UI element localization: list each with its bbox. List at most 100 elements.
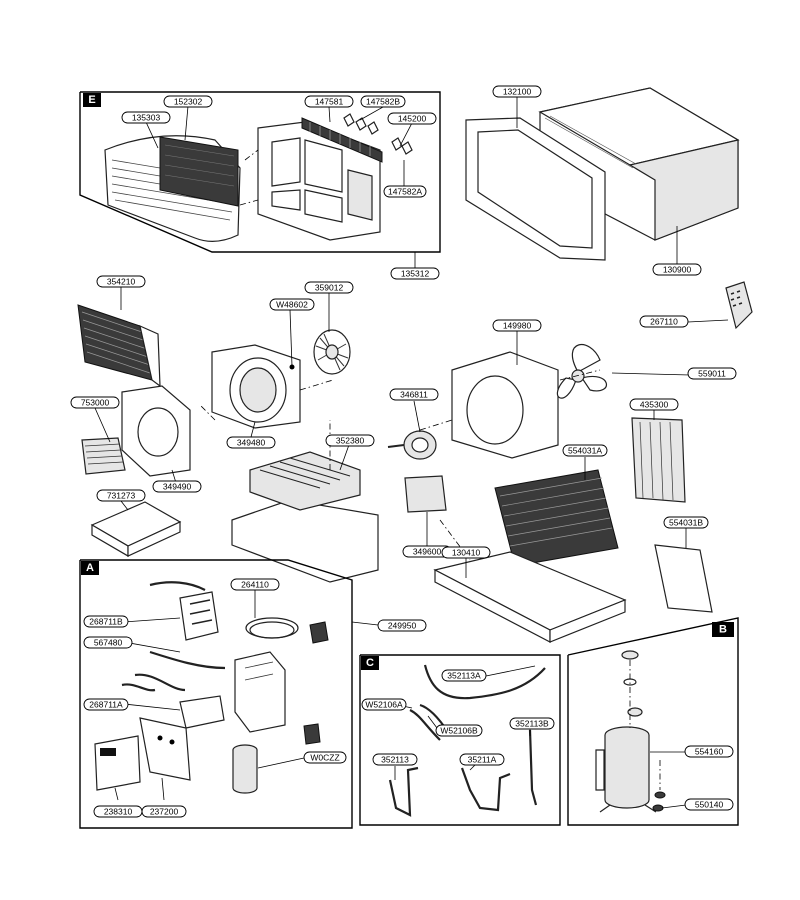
label-352113A: 352113A [441, 669, 487, 682]
label-130900: 130900 [652, 263, 702, 276]
label-W48602: W48602 [269, 298, 315, 311]
label-753000: 753000 [70, 396, 120, 409]
label-35211A: 35211A [459, 753, 505, 766]
label-554031B: 554031B [663, 516, 709, 529]
label-359012: 359012 [304, 281, 354, 294]
blower-housing [211, 344, 301, 429]
wire-harness-4 [121, 683, 156, 692]
svg-text:268711B: 268711B [89, 617, 123, 627]
svg-text:237200: 237200 [150, 807, 179, 817]
discharge-pipe [423, 664, 546, 700]
svg-text:W0CZZ: W0CZZ [310, 753, 339, 763]
air-filter [159, 136, 239, 207]
label-W0CZZ: W0CZZ [303, 751, 347, 764]
pipe-352113b [528, 729, 538, 806]
label-267110: 267110 [639, 315, 689, 328]
section-c-frame [359, 654, 561, 826]
label-554031A: 554031A [562, 444, 608, 457]
svg-text:135303: 135303 [132, 113, 161, 123]
section-b-frame [567, 617, 739, 826]
label-354210: 354210 [96, 275, 146, 288]
label-349490: 349490 [152, 480, 202, 493]
label-149980: 149980 [492, 319, 542, 332]
svg-text:35211A: 35211A [468, 755, 497, 765]
wire-harness-1 [149, 581, 206, 591]
svg-text:238310: 238310 [104, 807, 133, 817]
fan-shroud [451, 351, 559, 459]
display-board [139, 717, 191, 781]
label-352113B: 352113B [509, 717, 555, 730]
label-550140: 550140 [684, 798, 734, 811]
label-268711B: 268711B [83, 615, 129, 628]
air-guide [121, 385, 191, 477]
part-number-labels: 152302 135303 147581 147582B 145200 1475… [70, 85, 737, 818]
filter-pad [90, 501, 182, 558]
svg-text:W48602: W48602 [276, 300, 308, 310]
display-panel [94, 735, 141, 791]
wire-harness-3 [134, 673, 186, 692]
power-plug [309, 621, 329, 644]
grommet-top [621, 650, 639, 660]
svg-text:249950: 249950 [388, 621, 417, 631]
control-box [234, 651, 286, 733]
label-W52106A: W52106A [361, 698, 407, 711]
label-147581: 147581 [304, 95, 354, 108]
control-board-lower [179, 695, 225, 729]
svg-text:550140: 550140 [695, 800, 724, 810]
svg-text:567480: 567480 [94, 638, 123, 648]
svg-text:267110: 267110 [650, 317, 678, 327]
svg-text:352113B: 352113B [515, 719, 549, 729]
svg-text:731273: 731273 [107, 491, 136, 501]
label-567480: 567480 [83, 636, 133, 649]
side-coil [631, 417, 686, 503]
label-238310: 238310 [93, 805, 143, 818]
svg-text:147582B: 147582B [366, 97, 400, 107]
svg-text:W52106B: W52106B [440, 726, 478, 736]
svg-text:349480: 349480 [237, 438, 266, 448]
svg-text:132100: 132100 [503, 87, 532, 97]
svg-text:264110: 264110 [241, 580, 269, 590]
section-b-tag [712, 622, 734, 637]
section-a-letter: A [86, 562, 94, 574]
screw-w48602 [289, 364, 295, 370]
label-554160: 554160 [684, 745, 734, 758]
section-c-tag [361, 656, 379, 670]
capacitor [232, 750, 258, 794]
motor-mount [404, 475, 447, 513]
louver-assembly [301, 117, 383, 163]
label-147582A: 147582A [383, 185, 427, 198]
section-e-tag [83, 93, 101, 107]
section-a-tag [81, 561, 99, 575]
control-board-upper [179, 591, 219, 641]
svg-text:349600: 349600 [413, 547, 442, 557]
heater-assembly [81, 437, 126, 475]
blower-wheel [313, 329, 351, 375]
label-559011: 559011 [687, 367, 737, 380]
svg-text:152302: 152302 [174, 97, 203, 107]
label-731273: 731273 [96, 489, 146, 502]
label-147582B: 147582B [360, 95, 406, 108]
svg-text:352113A: 352113A [447, 671, 481, 681]
label-249950: 249950 [377, 619, 427, 632]
label-W52106B: W52106B [435, 724, 483, 737]
wire-harness-2 [149, 650, 226, 670]
svg-text:753000: 753000 [81, 398, 110, 408]
leader-lines [94, 97, 729, 809]
section-b-letter: B [719, 624, 727, 636]
svg-text:554031B: 554031B [669, 518, 703, 528]
label-132100: 132100 [492, 85, 542, 98]
svg-text:149980: 149980 [503, 321, 532, 331]
svg-text:346811: 346811 [400, 390, 428, 400]
louver-clips [343, 113, 413, 155]
label-264110: 264110 [230, 578, 280, 591]
label-135312: 135312 [390, 267, 440, 280]
svg-text:130900: 130900 [663, 265, 692, 275]
label-135303: 135303 [121, 111, 171, 124]
side-panel [654, 544, 713, 613]
svg-text:352380: 352380 [336, 436, 365, 446]
svg-text:145200: 145200 [398, 114, 427, 124]
svg-text:135312: 135312 [401, 269, 430, 279]
svg-text:554031A: 554031A [568, 446, 602, 456]
svg-text:352113: 352113 [381, 755, 409, 765]
indoor-base [231, 451, 379, 583]
